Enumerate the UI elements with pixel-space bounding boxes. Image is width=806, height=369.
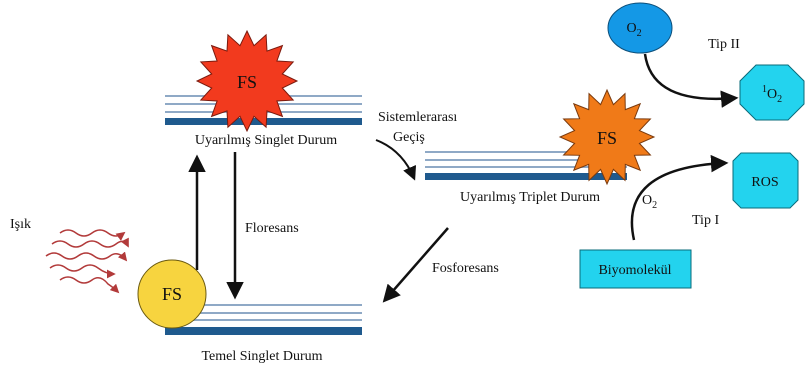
o2-base: O bbox=[626, 21, 636, 36]
isc-label-line1: Sistemlerarası bbox=[378, 110, 457, 125]
fluorescence-label: Floresans bbox=[245, 221, 299, 236]
type2-arrow bbox=[643, 53, 739, 108]
singlet-oxygen-base: O bbox=[767, 87, 777, 102]
type2-label: Tip II bbox=[708, 37, 740, 52]
type1-o2-subscript: 2 bbox=[652, 200, 657, 211]
ros-label: ROS bbox=[751, 175, 778, 190]
type1-o2-base: O bbox=[642, 193, 652, 208]
fs-label-excited: FS bbox=[237, 72, 257, 92]
ros-box: ROS bbox=[732, 152, 799, 209]
light-arrows bbox=[45, 229, 129, 294]
light-label: Işık bbox=[10, 217, 31, 232]
svg-text:O2: O2 bbox=[642, 193, 657, 211]
fs-label-ground: FS bbox=[162, 284, 182, 304]
biomolecule-box: Biyomolekül bbox=[579, 249, 692, 289]
fs-excited-singlet-burst: FS bbox=[195, 29, 299, 133]
excited-singlet-label: Uyarılmış Singlet Durum bbox=[195, 133, 337, 148]
svg-text:O2: O2 bbox=[626, 21, 641, 39]
fs-label-triplet: FS bbox=[597, 128, 617, 148]
isc-arrow bbox=[375, 139, 417, 181]
fs-ground-circle: FS bbox=[137, 259, 207, 329]
triplet-label: Uyarılmış Triplet Durum bbox=[460, 190, 600, 205]
biomolecule-label: Biyomolekül bbox=[598, 263, 671, 278]
fs-triplet-burst: FS bbox=[558, 88, 656, 186]
o2-subscript: 2 bbox=[637, 28, 642, 39]
type1-label: Tip I bbox=[692, 213, 719, 228]
phosphorescence-arrow bbox=[382, 227, 449, 303]
svg-text:1O2: 1O2 bbox=[762, 84, 782, 105]
ground-singlet-label: Temel Singlet Durum bbox=[201, 349, 322, 364]
type1-arrow bbox=[630, 154, 729, 241]
oxygen-circle: O2 bbox=[607, 2, 673, 54]
isc-label-line2: Geçiş bbox=[393, 130, 425, 145]
phosphorescence-label: Fosforesans bbox=[432, 261, 499, 276]
singlet-oxygen-superscript: 1 bbox=[762, 84, 767, 95]
singlet-oxygen-octagon: 1O2 bbox=[739, 64, 805, 121]
singlet-oxygen-subscript: 2 bbox=[777, 94, 782, 105]
